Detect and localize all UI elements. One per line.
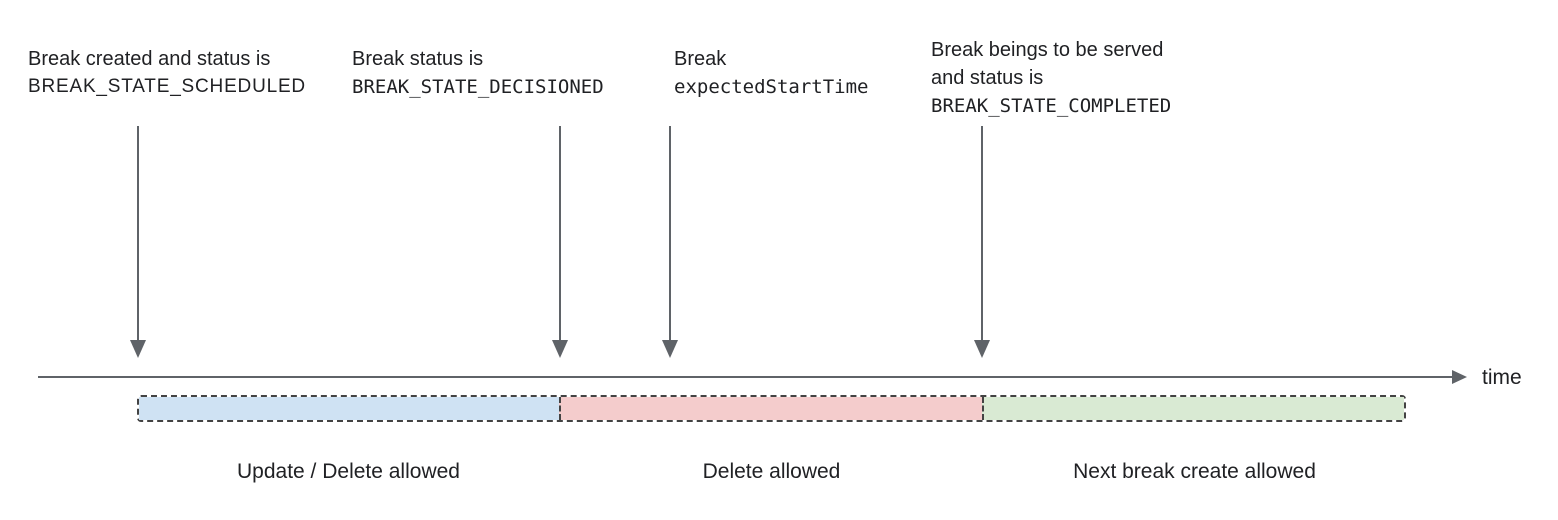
- arrow-down-icon: [662, 340, 678, 358]
- arrow-shaft: [981, 126, 983, 342]
- time-axis: [38, 376, 1453, 378]
- annotation-break-scheduled: Break created and status is BREAK_STATE_…: [28, 45, 306, 101]
- annotation-code-break-state-scheduled: BREAK_STATE_SCHEDULED: [28, 76, 306, 97]
- segment-next-break-create-allowed: [981, 397, 1404, 420]
- segment-label-next-break-create-allowed: Next break create allowed: [1073, 460, 1316, 483]
- annotation-text: Break beings to be served: [931, 39, 1164, 61]
- arrow-down-icon: [130, 340, 146, 358]
- annotation-text: Break created and status is: [28, 48, 271, 70]
- time-axis-label: time: [1482, 366, 1522, 389]
- annotation-code-expected-start-time: expectedStartTime: [674, 76, 869, 98]
- annotation-break-decisioned: Break status is BREAK_STATE_DECISIONED: [352, 45, 604, 101]
- annotation-text: and status is: [931, 67, 1044, 89]
- arrow-shaft: [137, 126, 139, 342]
- arrow-shaft: [559, 126, 561, 342]
- segment-label-update-delete-allowed: Update / Delete allowed: [237, 460, 460, 483]
- segment-label-delete-allowed: Delete allowed: [702, 460, 841, 483]
- segment-delete-allowed: [559, 397, 982, 420]
- arrow-right-icon: [1452, 370, 1467, 384]
- arrow-shaft: [669, 126, 671, 342]
- annotation-break-completed: Break beings to be served and status is …: [931, 36, 1171, 120]
- annotation-code-break-state-decisioned: BREAK_STATE_DECISIONED: [352, 76, 604, 98]
- arrow-down-icon: [552, 340, 568, 358]
- break-period-bar: [137, 395, 1406, 422]
- annotation-text: Break: [674, 48, 727, 70]
- annotation-expected-start-time: Break expectedStartTime: [674, 45, 868, 101]
- arrow-down-icon: [974, 340, 990, 358]
- annotation-code-break-state-completed: BREAK_STATE_COMPLETED: [931, 95, 1172, 117]
- segment-update-delete-allowed: [139, 397, 560, 420]
- annotation-text: Break status is: [352, 48, 484, 70]
